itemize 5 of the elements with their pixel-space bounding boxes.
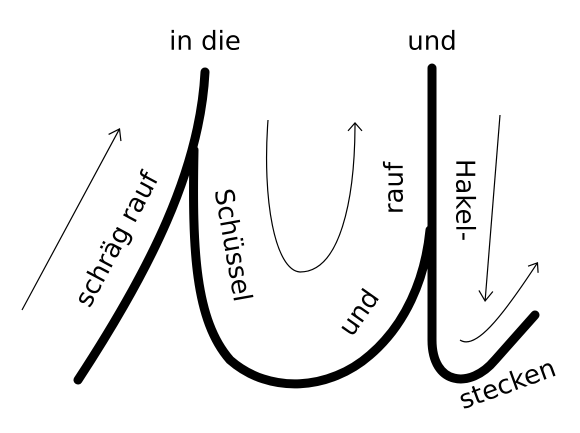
instruction-label: und xyxy=(410,30,454,50)
instruction-label: in die xyxy=(172,30,240,50)
instruction-label: Hakel- xyxy=(456,161,476,240)
instruction-label: Schüssel xyxy=(215,190,254,300)
instruction-label: rauf xyxy=(382,161,404,212)
